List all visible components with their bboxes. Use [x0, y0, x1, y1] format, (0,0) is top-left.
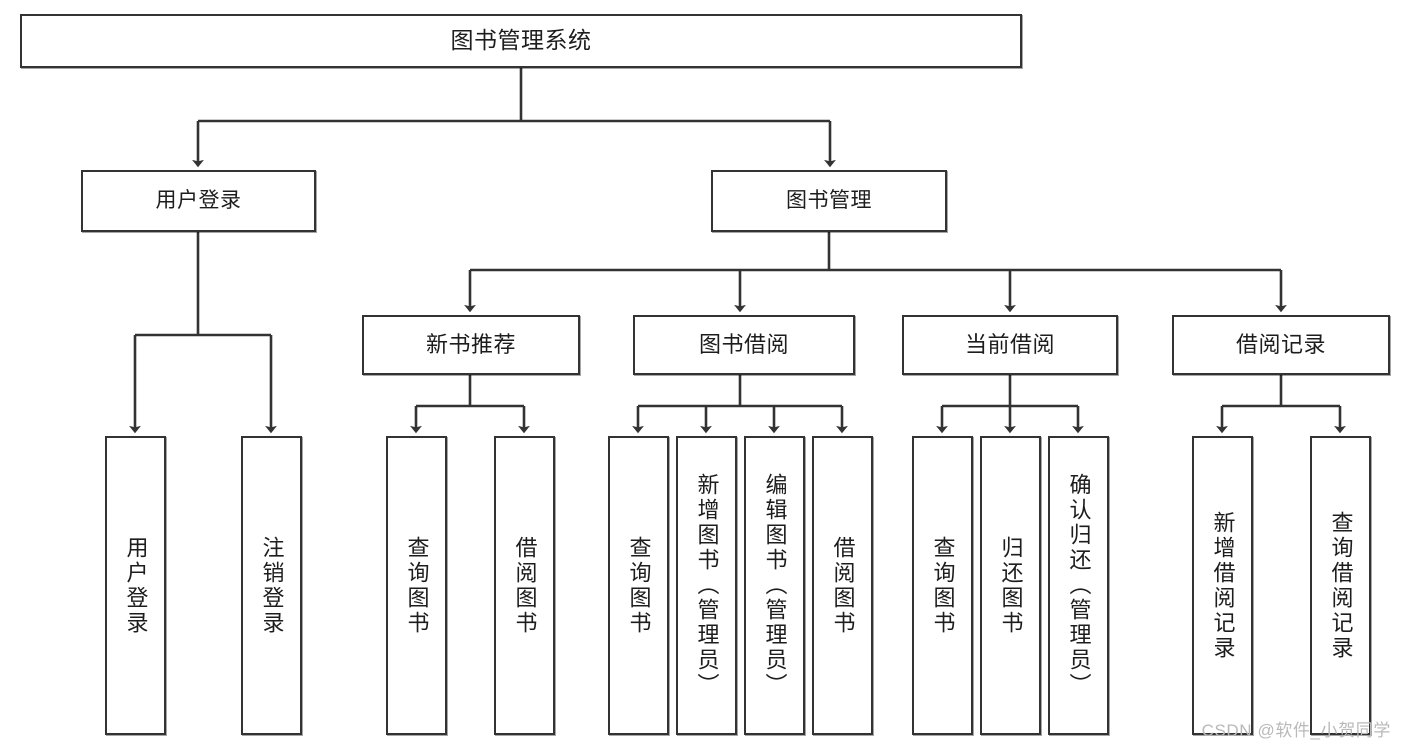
node-user-login[interactable]: 用户登录	[81, 170, 316, 232]
node-label: 用户登录	[123, 535, 149, 636]
edges-root	[192, 68, 836, 168]
node-label: 新增借阅记录	[1210, 510, 1236, 661]
node-leaf-borrow-book-recommend[interactable]: 借阅图书	[494, 436, 555, 735]
node-label: 编辑图书（管理员）	[762, 473, 788, 698]
node-label: 图书管理系统	[450, 27, 592, 54]
node-leaf-add-book-admin[interactable]: 新增图书（管理员）	[676, 436, 737, 735]
node-label: 图书管理	[786, 188, 872, 212]
node-leaf-query-book-borrow[interactable]: 查询图书	[608, 436, 669, 735]
node-book-management[interactable]: 图书管理	[711, 170, 947, 232]
edges-user-login	[129, 232, 277, 434]
node-label: 查询图书	[626, 535, 652, 636]
node-leaf-user-login[interactable]: 用户登录	[105, 436, 166, 735]
node-leaf-query-book-current[interactable]: 查询图书	[912, 436, 973, 735]
node-leaf-borrow-book[interactable]: 借阅图书	[812, 436, 873, 735]
node-label: 查询图书	[404, 535, 430, 636]
node-label: 新增图书（管理员）	[694, 473, 720, 698]
edges-book-management	[464, 232, 1287, 313]
node-label: 新书推荐	[425, 332, 516, 358]
node-label: 归还图书	[998, 535, 1024, 636]
edges-borrow-record	[1216, 375, 1346, 434]
node-label: 当前借阅	[964, 332, 1055, 358]
node-leaf-add-borrow-record[interactable]: 新增借阅记录	[1192, 436, 1253, 735]
node-label: 借阅记录	[1235, 332, 1326, 358]
node-leaf-query-borrow-record[interactable]: 查询借阅记录	[1310, 436, 1371, 735]
node-leaf-query-book-recommend[interactable]: 查询图书	[386, 436, 447, 735]
node-leaf-confirm-return-admin[interactable]: 确认归还（管理员）	[1048, 436, 1109, 735]
node-book-borrow[interactable]: 图书借阅	[633, 315, 855, 375]
node-label: 查询借阅记录	[1328, 510, 1354, 661]
node-label: 用户登录	[155, 188, 242, 212]
node-leaf-edit-book-admin[interactable]: 编辑图书（管理员）	[744, 436, 805, 735]
node-label: 图书借阅	[698, 332, 789, 358]
node-label: 查询图书	[930, 535, 956, 636]
node-label: 借阅图书	[512, 535, 538, 636]
node-label: 确认归还（管理员）	[1066, 473, 1092, 698]
node-leaf-logout[interactable]: 注销登录	[241, 436, 302, 735]
edges-new-book-recommend	[410, 375, 530, 434]
edges-book-borrow	[632, 375, 848, 434]
edges-current-borrow	[936, 375, 1084, 434]
node-current-borrow[interactable]: 当前借阅	[902, 315, 1118, 375]
node-label: 借阅图书	[830, 535, 856, 636]
node-leaf-return-book[interactable]: 归还图书	[980, 436, 1041, 735]
node-label: 注销登录	[259, 535, 285, 636]
node-root-library-management-system[interactable]: 图书管理系统	[20, 14, 1022, 68]
node-new-book-recommend[interactable]: 新书推荐	[362, 315, 580, 375]
node-borrow-record[interactable]: 借阅记录	[1172, 315, 1390, 375]
